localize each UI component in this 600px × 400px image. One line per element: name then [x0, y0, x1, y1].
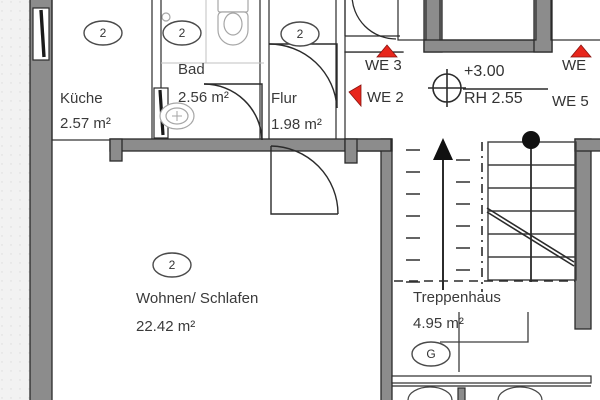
room-label-flur: Flur — [271, 90, 297, 107]
bad-detail-circle — [161, 12, 171, 22]
room-area-flur: 1.98 m² — [271, 116, 322, 133]
treppenhaus-leader — [440, 312, 529, 372]
stair-direction-arrow — [433, 138, 453, 290]
room-badge-label-treppenhaus: G — [426, 347, 436, 361]
wc-fixture — [217, 0, 249, 46]
wall-below-top-rooms — [109, 138, 393, 162]
room-badge-kueche — [83, 20, 123, 46]
level-datum-crosshair-icon — [428, 69, 466, 107]
bottom-badges-partial — [407, 386, 543, 400]
room-badge-label-flur: 2 — [296, 27, 304, 41]
door-bad — [203, 83, 263, 141]
newel-post — [522, 131, 540, 282]
unit-marker-label-we5: WE 5 — [552, 93, 589, 110]
room-badge-flur — [280, 21, 320, 47]
room-area-wohnen: 22.42 m² — [136, 318, 196, 335]
room-label-bad: Bad — [178, 61, 205, 78]
we2-triangle-left-icon — [348, 84, 362, 108]
unit-marker-label-we3: WE 3 — [365, 57, 402, 74]
room-label-kueche: Küche — [60, 90, 103, 107]
room-badge-wohnen — [152, 252, 192, 278]
unit-marker-label-we-top-right: WE — [562, 57, 587, 74]
washbasin-fixture — [159, 102, 195, 130]
room-badge-label-bad: 2 — [178, 26, 186, 40]
we3-triangle-up-icon — [376, 44, 398, 58]
unit-marker-label-we2: WE 2 — [367, 89, 404, 106]
apartment-top-rooms — [51, 0, 393, 162]
room-area-bad: 2.56 m² — [178, 89, 229, 106]
interior-floor-areas — [30, 0, 600, 400]
room-badge-bad — [162, 20, 202, 46]
stair-treads-mid — [456, 159, 470, 271]
room-label-treppenhaus: Treppenhaus — [413, 289, 501, 306]
stair-treads-left — [406, 149, 420, 283]
room-area-treppenhaus: 4.95 m² — [413, 315, 464, 332]
room-badge-label-wohnen: 2 — [168, 258, 176, 272]
window-kueche-west — [32, 7, 50, 61]
door-swing-upper-left — [351, 0, 397, 40]
exterior-walls — [29, 0, 53, 400]
room-badge-label-kueche: 2 — [99, 26, 107, 40]
room-label-wohnen: Wohnen/ Schlafen — [136, 290, 259, 307]
door-flur-wohnen — [270, 145, 339, 215]
room-height-label: RH 2.55 — [464, 90, 523, 107]
elevation-height-label: +3.00 — [464, 63, 505, 80]
room-badge-treppenhaus — [411, 341, 451, 367]
stair-core-structure — [344, 0, 600, 400]
we-top-right-triangle-up-icon — [570, 44, 592, 58]
bad-guide-lines — [161, 0, 264, 64]
room-area-kueche: 2.57 m² — [60, 115, 111, 132]
